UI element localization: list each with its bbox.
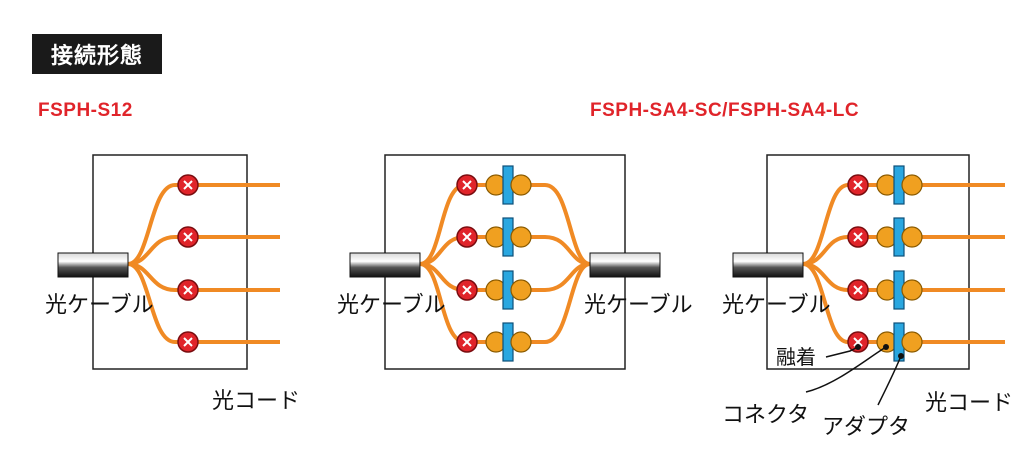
- splice-icon: [847, 279, 869, 301]
- cord-label: 光コード: [212, 389, 300, 414]
- fiber-lines: [127, 183, 280, 344]
- connector-leader: [805, 346, 887, 393]
- connector-set: [485, 270, 532, 310]
- connector-set: [876, 217, 923, 257]
- splice-points: [847, 174, 869, 353]
- connector-set: [876, 270, 923, 310]
- connector-set: [876, 165, 923, 205]
- model-label-left: FSPH-S12: [38, 100, 133, 121]
- splice-icon: [456, 279, 478, 301]
- optical-cable: [349, 252, 421, 278]
- cable-label-left: 光ケーブル: [337, 293, 446, 318]
- cable-label: 光ケーブル: [722, 293, 831, 318]
- panel-fsph-s12: 光ケーブル 光コード: [45, 154, 300, 414]
- connector-set: [485, 217, 532, 257]
- optical-cable: [589, 252, 661, 278]
- splice-icon: [177, 226, 199, 248]
- splice-icon: [847, 174, 869, 196]
- fusion-label: 融着: [776, 345, 816, 369]
- cable-label: 光ケーブル: [45, 293, 154, 318]
- optical-cable: [732, 252, 804, 278]
- connector-adapter-sets: [876, 165, 923, 362]
- splice-icon: [847, 226, 869, 248]
- panel-fsph-sa4-right: 光ケーブル 融着 コネクタ アダプタ 光コード: [722, 154, 1013, 440]
- panel-fsph-sa4-middle: 光ケーブル 光ケーブル: [337, 154, 693, 370]
- splice-icon: [177, 331, 199, 353]
- splice-points: [456, 174, 478, 353]
- splice-icon: [456, 174, 478, 196]
- connector-set: [485, 165, 532, 205]
- splice-icon: [177, 174, 199, 196]
- connector-adapter-sets: [485, 165, 532, 362]
- cable-label-right: 光ケーブル: [584, 293, 693, 318]
- fiber-lines: [419, 183, 591, 344]
- connector-set: [876, 322, 923, 362]
- splice-icon: [456, 331, 478, 353]
- fiber-lines: [802, 183, 1005, 344]
- cord-label: 光コード: [925, 391, 1013, 416]
- splice-icon: [177, 279, 199, 301]
- splice-icon: [847, 331, 869, 353]
- optical-cable: [57, 252, 129, 278]
- connector-set: [485, 322, 532, 362]
- splice-points: [177, 174, 199, 353]
- adapter-leader: [877, 355, 902, 406]
- adapter-label: アダプタ: [822, 415, 910, 440]
- splice-icon: [456, 226, 478, 248]
- section-title: 接続形態: [32, 34, 162, 74]
- model-label-right: FSPH-SA4-SC/FSPH-SA4-LC: [590, 100, 860, 121]
- connector-label: コネクタ: [722, 403, 809, 428]
- fusion-leader: [825, 346, 859, 358]
